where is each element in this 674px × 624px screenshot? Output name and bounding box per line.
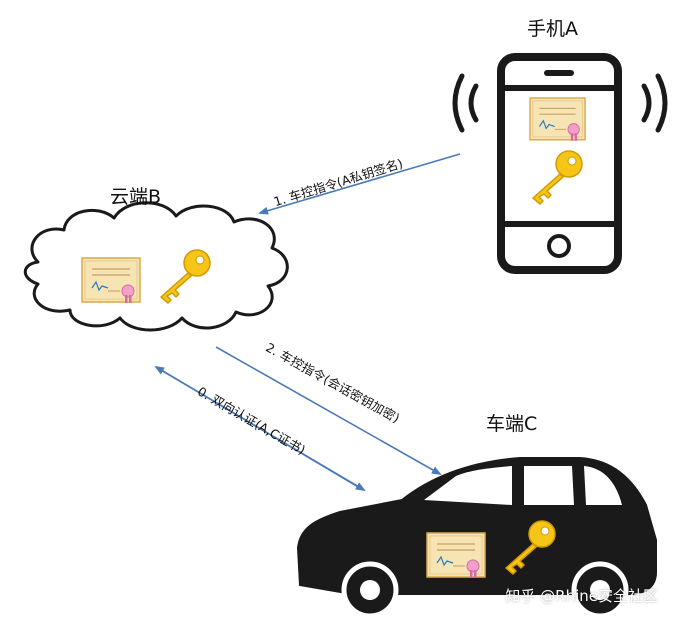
car-window-middle — [524, 466, 574, 505]
certificate-icon — [81, 257, 141, 304]
certificate-icon — [426, 532, 486, 579]
watermark: 知乎 @Rhine安全社区 — [505, 587, 658, 605]
cloud-node — [23, 201, 289, 332]
cloud-title: 云端B — [110, 186, 162, 208]
car-title: 车端C — [486, 413, 538, 435]
phone-body — [497, 53, 622, 274]
car-window-front — [424, 466, 512, 505]
signal-wave-right-outer — [655, 73, 668, 133]
signal-wave-right-inner — [641, 83, 652, 123]
key-icon — [532, 150, 583, 205]
arrow-step0-cloud-to-car — [155, 366, 366, 492]
car-window-rear — [584, 466, 622, 505]
car-wheel-front-hub — [360, 580, 380, 600]
car-wheel-rear-hub — [590, 580, 610, 600]
phone-node — [452, 53, 668, 274]
phone-title: 手机A — [527, 18, 578, 40]
certificate-icon — [529, 97, 586, 142]
arrow-step1-phone-to-cloud — [258, 153, 461, 215]
phone-speaker — [544, 70, 574, 76]
signal-wave-left-inner — [468, 83, 479, 123]
phone-home-button — [547, 234, 571, 258]
signal-wave-left-outer — [452, 73, 465, 133]
cloud-shape — [23, 201, 289, 332]
car-node — [296, 457, 657, 619]
arrow-step2-cloud-to-car — [215, 346, 442, 475]
